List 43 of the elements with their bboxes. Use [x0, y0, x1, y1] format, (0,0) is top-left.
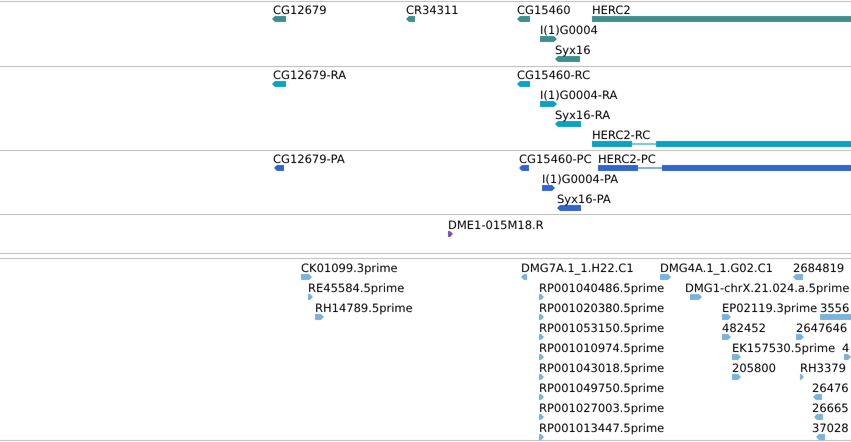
feature-label: RH14789.5prime	[315, 301, 413, 315]
feature-label: Syx16-RA	[555, 108, 610, 122]
feature-label: I(1)G0004-PA	[542, 172, 618, 186]
feature-label: Syx16-PA	[557, 192, 611, 206]
feature-label: RP001020380.5prime	[539, 301, 664, 315]
feature-label: 482452	[722, 321, 766, 335]
feature-label: DMG7A.1_1.H22.C1	[521, 261, 634, 275]
feature-label: 2684819	[793, 261, 844, 275]
feature-label: HERC2	[592, 3, 631, 17]
feature-label: 37028	[812, 421, 849, 435]
feature-label: RP001049750.5prime	[539, 381, 664, 395]
feature-label: 205800	[732, 361, 776, 375]
feature-label: EP02119.3prime	[722, 301, 818, 315]
feature-label: CG15460-PC	[519, 152, 592, 166]
feature-label: CG15460	[517, 3, 571, 17]
feature-label: 26665	[812, 401, 849, 415]
feature-label: HERC2-PC	[598, 152, 656, 166]
feature-label: DMG4A.1_1.G02.C1	[660, 261, 773, 275]
feature-label: HERC2-RC	[592, 128, 650, 142]
feature-label: 3556	[820, 301, 850, 315]
feature-label: 26476	[812, 381, 849, 395]
feature-label: CG12679-RA	[273, 68, 346, 82]
feature-label: CG12679-PA	[273, 152, 345, 166]
feature-label: I(1)G0004	[540, 23, 598, 37]
feature-label: RP001027003.5prime	[539, 401, 664, 415]
feature-label: EK157530.5prime	[732, 341, 836, 355]
feature-label: RP001013447.5prime	[539, 421, 664, 435]
feature-label: RP001040486.5prime	[539, 281, 664, 295]
feature-label: RE45584.5prime	[308, 281, 404, 295]
feature-label: RP001010974.5prime	[539, 341, 664, 355]
feature-label: CR34311	[406, 3, 459, 17]
feature-label: RP001043018.5prime	[539, 361, 664, 375]
feature-label: 2647646	[796, 321, 848, 335]
feature-label: DMG1-chrX.21.024.a.5prime	[685, 281, 850, 295]
feature-label: I(1)G0004-RA	[540, 88, 618, 102]
feature-label: DME1-015M18.R	[448, 218, 544, 232]
feature-label: CG12679	[273, 3, 327, 17]
feature-label: RH3379	[800, 361, 846, 375]
feature-label: Syx16	[555, 43, 591, 57]
feature-label: CK01099.3prime	[301, 261, 398, 275]
feature-label: CG15460-RC	[517, 68, 590, 82]
feature-label: RP001053150.5prime	[539, 321, 664, 335]
feature-label: 4	[842, 341, 850, 355]
